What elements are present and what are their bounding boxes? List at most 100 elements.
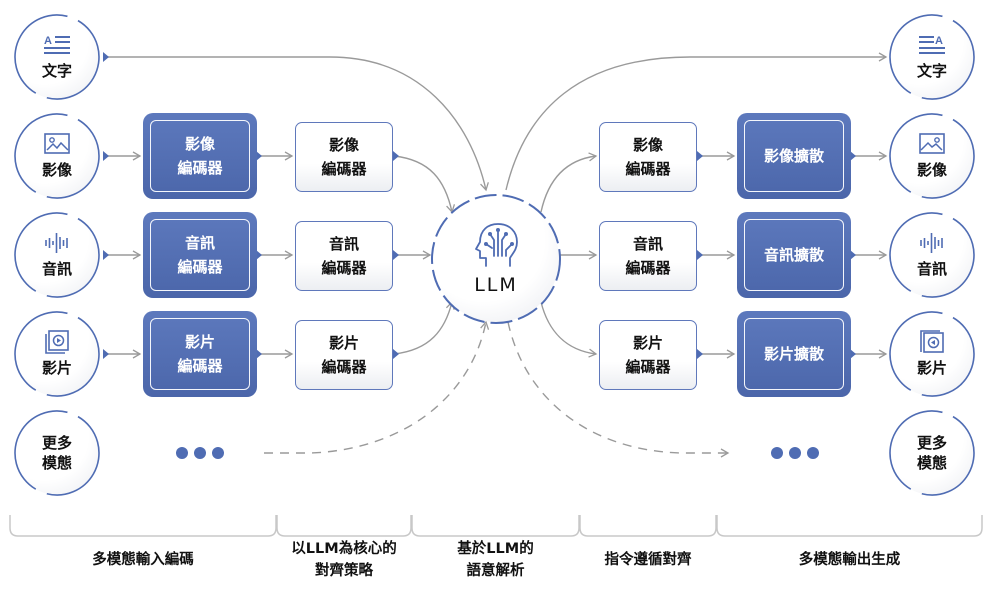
stage-brackets xyxy=(9,515,983,537)
node-label: 影像 xyxy=(41,161,72,179)
svg-text:A: A xyxy=(44,35,52,47)
node-ring xyxy=(889,212,975,298)
more-inputs-ellipsis xyxy=(176,447,224,459)
llm-label: LLM xyxy=(474,274,518,296)
node-ring xyxy=(889,410,975,496)
encoder-label-line2: 編碼器 xyxy=(177,159,223,177)
node-ring xyxy=(14,410,100,496)
encoder-label-line1: 影片 xyxy=(184,333,215,351)
output-projector-image: 影像編碼器 xyxy=(599,122,697,192)
wire-more-out xyxy=(507,321,730,458)
output-node-text: A 文字 xyxy=(889,14,975,100)
projector-label-line2: 編碼器 xyxy=(321,259,367,277)
node-label-line1: 更多 xyxy=(41,434,72,452)
stage-label-line1: 以LLM為核心的 xyxy=(291,541,397,557)
input-node-text: A 文字 xyxy=(14,14,100,100)
stage-label-line2: 對齊策略 xyxy=(315,563,373,579)
encoder-label-line1: 音訊 xyxy=(184,234,215,252)
projector-label-line2: 編碼器 xyxy=(625,358,671,376)
wire-more-in xyxy=(264,320,490,454)
projector-label-line2: 編碼器 xyxy=(625,259,671,277)
output-projector-video: 影片編碼器 xyxy=(599,320,697,390)
image-icon xyxy=(44,133,70,154)
node-label: 音訊 xyxy=(916,260,947,278)
wire-llm-to-text xyxy=(505,52,888,191)
generator-video-diffusion: 影片擴散 xyxy=(737,311,851,397)
video-play-icon xyxy=(45,330,69,354)
node-label: 文字 xyxy=(41,62,72,80)
output-node-video: 影片 xyxy=(889,311,975,397)
generator-audio-diffusion: 音訊擴散 xyxy=(737,212,851,298)
wire-llm-image xyxy=(540,152,598,213)
encoder-label-line1: 影像 xyxy=(184,135,215,153)
projector-label-line2: 編碼器 xyxy=(321,358,367,376)
encoder-label-line2: 編碼器 xyxy=(177,258,223,276)
projector-label-line2: 編碼器 xyxy=(321,160,367,178)
generator-label: 音訊擴散 xyxy=(763,246,824,264)
projector-label-line1: 影片 xyxy=(632,334,663,352)
encoder-label-line2: 編碼器 xyxy=(177,357,223,375)
projector-label-line1: 影像 xyxy=(632,136,663,154)
projector-label-line1: 音訊 xyxy=(328,235,359,253)
input-node-video: 影片 xyxy=(14,311,100,397)
node-ring xyxy=(889,14,975,100)
node-ring xyxy=(889,311,975,397)
brain-circuit-icon xyxy=(475,223,518,267)
video-play-icon xyxy=(920,330,944,353)
audio-waveform-icon xyxy=(45,233,68,253)
projector-label-line1: 影片 xyxy=(328,334,359,352)
text-icon: A xyxy=(919,35,945,54)
node-label-line2: 模態 xyxy=(916,454,947,472)
input-projector-audio: 音訊編碼器 xyxy=(295,221,393,291)
input-projector-image: 影像編碼器 xyxy=(295,122,393,192)
input-node-image: 影像 xyxy=(14,113,100,199)
stage-label-input-encoding: 多模態輸入編碼 xyxy=(10,549,276,571)
node-label: 影片 xyxy=(916,359,947,377)
node-label: 文字 xyxy=(916,62,947,80)
input-node-more: 更多 模態 xyxy=(14,410,100,496)
image-icon xyxy=(919,133,945,154)
stage-label-line1: 指令遵循對齊 xyxy=(604,552,692,568)
audio-waveform-icon xyxy=(920,233,943,253)
generator-label: 影片擴散 xyxy=(763,345,824,363)
node-ring xyxy=(14,212,100,298)
input-encoder-image: 影像編碼器 xyxy=(143,113,257,199)
stage-label-semantic-parsing: 基於LLM的語意解析 xyxy=(412,538,579,582)
stage-label-line1: 基於LLM的 xyxy=(457,541,534,557)
text-icon: A xyxy=(44,35,70,54)
input-encoder-video: 影片編碼器 xyxy=(143,311,257,397)
wire-video-proj xyxy=(393,300,455,355)
stage-label-line1: 多模態輸入編碼 xyxy=(92,552,194,568)
projector-label-line1: 影像 xyxy=(328,136,359,154)
input-node-audio: 音訊 xyxy=(14,212,100,298)
more-outputs-ellipsis xyxy=(771,447,819,459)
wire-text-to-llm xyxy=(104,56,489,192)
node-label: 影像 xyxy=(916,161,947,179)
output-node-audio: 音訊 xyxy=(889,212,975,298)
generator-label: 影像擴散 xyxy=(763,147,824,165)
node-ring xyxy=(14,311,100,397)
node-label-line1: 更多 xyxy=(916,434,947,452)
stage-label-output-generation: 多模態輸出生成 xyxy=(717,549,982,571)
output-projector-audio: 音訊編碼器 xyxy=(599,221,697,291)
projector-label-line2: 編碼器 xyxy=(625,160,671,178)
input-projector-video: 影片編碼器 xyxy=(295,320,393,390)
stage-label-instruction-following: 指令遵循對齊 xyxy=(580,549,716,571)
projector-label-line1: 音訊 xyxy=(632,235,663,253)
node-ring xyxy=(889,113,975,199)
node-label: 影片 xyxy=(41,359,72,377)
wire-llm-video xyxy=(540,301,598,358)
llm-core: LLM xyxy=(431,194,561,324)
node-label-line2: 模態 xyxy=(41,454,72,472)
node-ring xyxy=(14,14,100,100)
stage-label-line2: 語意解析 xyxy=(466,563,525,579)
output-node-more: 更多 模態 xyxy=(889,410,975,496)
stage-label-llm-alignment: 以LLM為核心的對齊策略 xyxy=(277,538,411,582)
node-ring xyxy=(14,113,100,199)
node-label: 音訊 xyxy=(41,260,72,278)
llm-dashed-ring xyxy=(431,194,561,324)
output-node-image: 影像 xyxy=(889,113,975,199)
wire-image-proj xyxy=(393,155,456,214)
input-encoder-audio: 音訊編碼器 xyxy=(143,212,257,298)
